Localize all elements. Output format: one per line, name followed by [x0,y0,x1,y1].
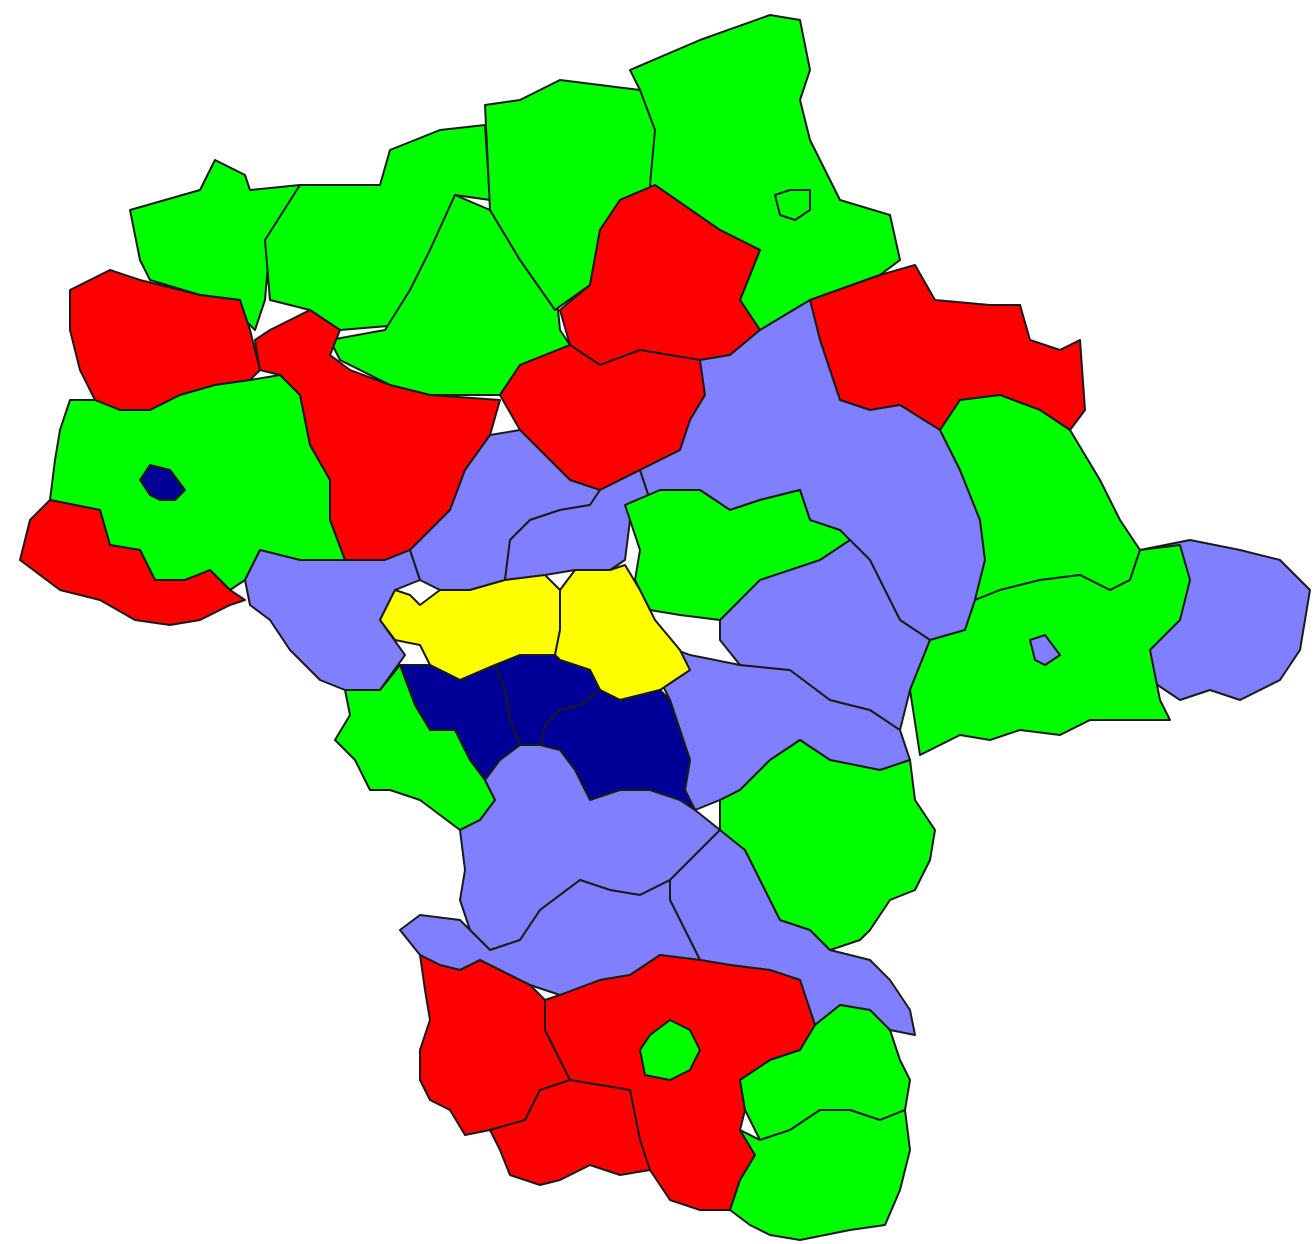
map-region [489,1079,651,1186]
map-region [139,464,186,501]
map-region [729,1109,911,1241]
map-region [19,499,246,626]
map-region [719,739,936,951]
map-region [1029,634,1061,666]
map-region [774,189,811,221]
map-region [639,1019,701,1081]
